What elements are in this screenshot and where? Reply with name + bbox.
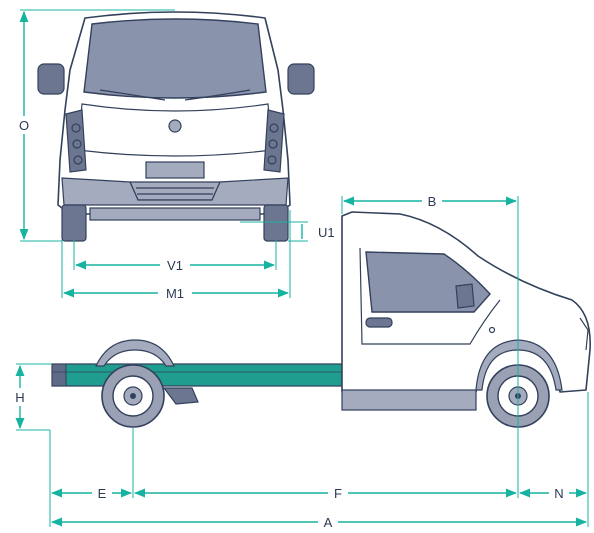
front-bumper [61, 177, 289, 206]
right-mirror [287, 63, 315, 95]
lower-grille [129, 181, 221, 201]
rear-wheel [101, 364, 165, 428]
door-seam [359, 247, 501, 345]
dim-V1-label: V1 [167, 258, 183, 273]
dim-U1-label: U1 [318, 225, 335, 240]
dim-B-label: B [428, 194, 437, 209]
dim-O-label: O [19, 118, 29, 133]
door-handle [365, 317, 393, 328]
rear-wheel-arch [95, 339, 175, 367]
dim-F-label: F [334, 486, 342, 501]
front-windshield [83, 18, 267, 99]
dim-E-label: E [98, 486, 107, 501]
front-view [37, 11, 315, 242]
left-headlight [65, 109, 87, 173]
right-headlight [263, 109, 285, 173]
dimension-lines: O U1 V1 M1 B H [12, 9, 589, 531]
front-right-tire [263, 204, 289, 242]
rear-suspension [162, 387, 199, 405]
dim-A-label: A [324, 515, 333, 530]
dim-M1-label: M1 [166, 286, 184, 301]
license-plate [145, 161, 205, 179]
side-mirror [455, 283, 475, 309]
front-fender [475, 339, 563, 391]
front-axle-cover [89, 207, 261, 221]
side-view [51, 211, 591, 428]
left-mirror [37, 63, 65, 95]
dim-N-label: N [554, 486, 563, 501]
front-left-tire [61, 204, 87, 242]
front-badge [168, 119, 182, 133]
dim-H-label: H [15, 390, 24, 405]
side-sill [341, 389, 477, 411]
chassis-frame [51, 363, 343, 387]
